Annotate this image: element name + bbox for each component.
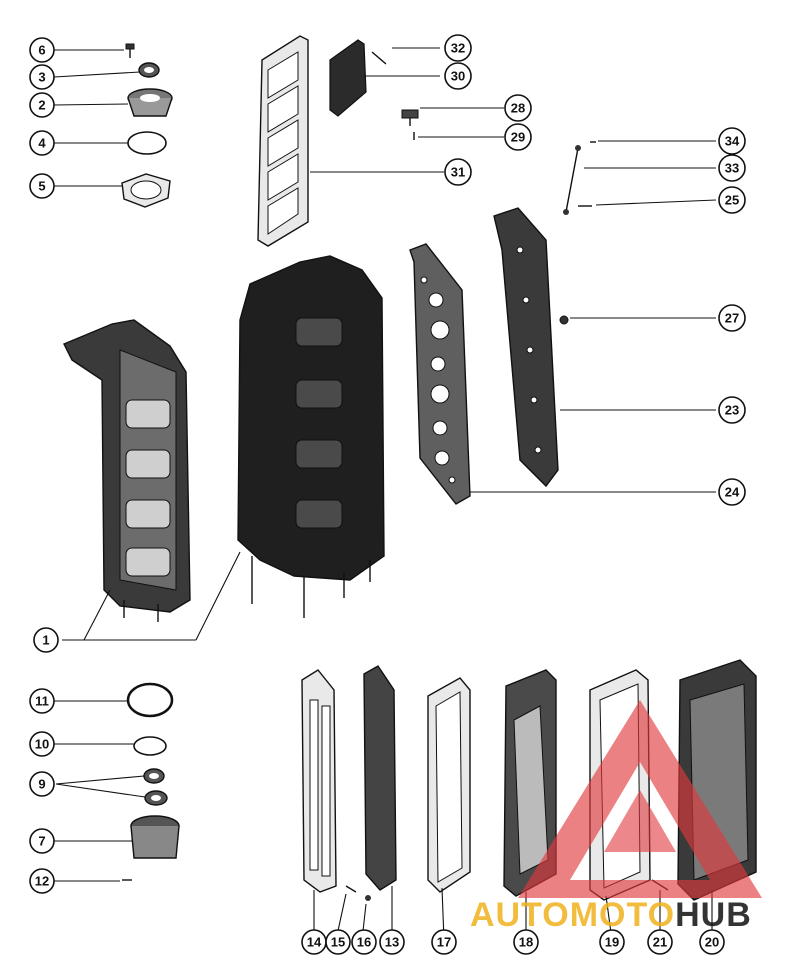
part-3-seal [138, 62, 160, 78]
callout-25: 25 [718, 186, 746, 214]
part-28-fitting [401, 109, 419, 126]
part-24-head-gasket [409, 243, 471, 505]
callout-15: 15 [325, 929, 351, 955]
svg-text:16: 16 [357, 935, 371, 950]
svg-text:30: 30 [451, 69, 465, 84]
callout-19: 19 [599, 929, 625, 955]
svg-text:9: 9 [38, 777, 45, 792]
part-4-o-ring [127, 131, 167, 155]
callout-12: 12 [29, 868, 55, 894]
svg-text:24: 24 [725, 485, 740, 500]
callout-33: 33 [718, 154, 746, 182]
callout-17: 17 [431, 929, 457, 955]
part-9-seals [143, 768, 168, 806]
part-16-washer [365, 895, 371, 901]
callout-7: 7 [29, 828, 55, 854]
part-13-plate [363, 665, 397, 891]
svg-text:33: 33 [725, 161, 739, 176]
svg-text:34: 34 [725, 134, 740, 149]
callout-34: 34 [718, 127, 746, 155]
part-23-cylinder-head [493, 207, 559, 488]
callout-28: 28 [504, 94, 532, 122]
svg-text:4: 4 [38, 136, 46, 151]
callout-30: 30 [444, 62, 472, 90]
part-15-screw [345, 885, 357, 893]
part-1-crankcase-cover [63, 319, 191, 622]
svg-text:5: 5 [38, 179, 45, 194]
svg-text:23: 23 [725, 403, 739, 418]
svg-text:13: 13 [385, 935, 399, 950]
part-1-cylinder-block [237, 255, 385, 618]
svg-text:14: 14 [307, 935, 322, 950]
callout-10: 10 [29, 731, 55, 757]
callout-1: 1 [33, 627, 59, 653]
callout-14: 14 [301, 929, 327, 955]
part-10-o-ring [133, 736, 167, 756]
callout-18: 18 [513, 929, 539, 955]
callout-6: 6 [29, 37, 55, 63]
callout-9: 9 [29, 771, 55, 797]
part-27-plug [559, 315, 569, 325]
watermark-text-hub: HUB [675, 896, 752, 934]
svg-text:25: 25 [725, 193, 739, 208]
svg-text:21: 21 [653, 935, 667, 950]
svg-text:AUTOMOTOHUB: AUTOMOTOHUB [470, 896, 752, 934]
part-2-bearing-housing [127, 88, 173, 117]
watermark-text-moto: MOTO [570, 896, 675, 934]
svg-text:6: 6 [38, 43, 45, 58]
svg-text:3: 3 [38, 70, 45, 85]
svg-text:32: 32 [451, 41, 465, 56]
svg-text:2: 2 [38, 98, 45, 113]
part-7-bearing-housing [130, 815, 180, 859]
callout-21: 21 [647, 929, 673, 955]
callout-3: 3 [29, 64, 55, 90]
callout-11: 11 [29, 688, 55, 714]
part-6-screw [125, 43, 135, 58]
svg-text:27: 27 [725, 311, 739, 326]
callout-29: 29 [504, 123, 532, 151]
svg-text:29: 29 [511, 130, 525, 145]
svg-text:12: 12 [35, 874, 49, 889]
part-17-gasket [427, 677, 471, 893]
svg-text:10: 10 [35, 737, 49, 752]
part-18-divider-plate [503, 669, 557, 897]
watermark-text-auto: AUTO [470, 896, 570, 934]
callout-31: 31 [444, 158, 472, 186]
part-32-screw [371, 51, 387, 65]
callout-4: 4 [29, 130, 55, 156]
part-11-gasket [126, 682, 174, 718]
callout-23: 23 [718, 396, 746, 424]
svg-text:17: 17 [437, 935, 451, 950]
svg-text:1: 1 [42, 633, 49, 648]
part-14-plate [301, 669, 337, 893]
watermark-triangle-icon [518, 700, 762, 898]
svg-text:28: 28 [511, 101, 525, 116]
callout-13: 13 [379, 929, 405, 955]
callout-2: 2 [29, 92, 55, 118]
part-5-gasket [121, 173, 171, 208]
callout-27: 27 [718, 304, 746, 332]
callout-32: 32 [444, 34, 472, 62]
callout-24: 24 [718, 478, 746, 506]
part-31-gasket [257, 35, 309, 247]
automotohub-watermark: AUTOMOTOHUB [470, 700, 762, 934]
svg-text:18: 18 [519, 935, 533, 950]
callout-16: 16 [351, 929, 377, 955]
svg-text:20: 20 [705, 935, 719, 950]
part-30-cover [329, 39, 367, 117]
svg-text:7: 7 [38, 834, 45, 849]
svg-text:11: 11 [35, 694, 49, 709]
part-33-rod [563, 145, 581, 215]
callout-5: 5 [29, 173, 55, 199]
svg-text:15: 15 [331, 935, 345, 950]
svg-text:19: 19 [605, 935, 619, 950]
callout-20: 20 [699, 929, 725, 955]
svg-text:31: 31 [451, 165, 465, 180]
